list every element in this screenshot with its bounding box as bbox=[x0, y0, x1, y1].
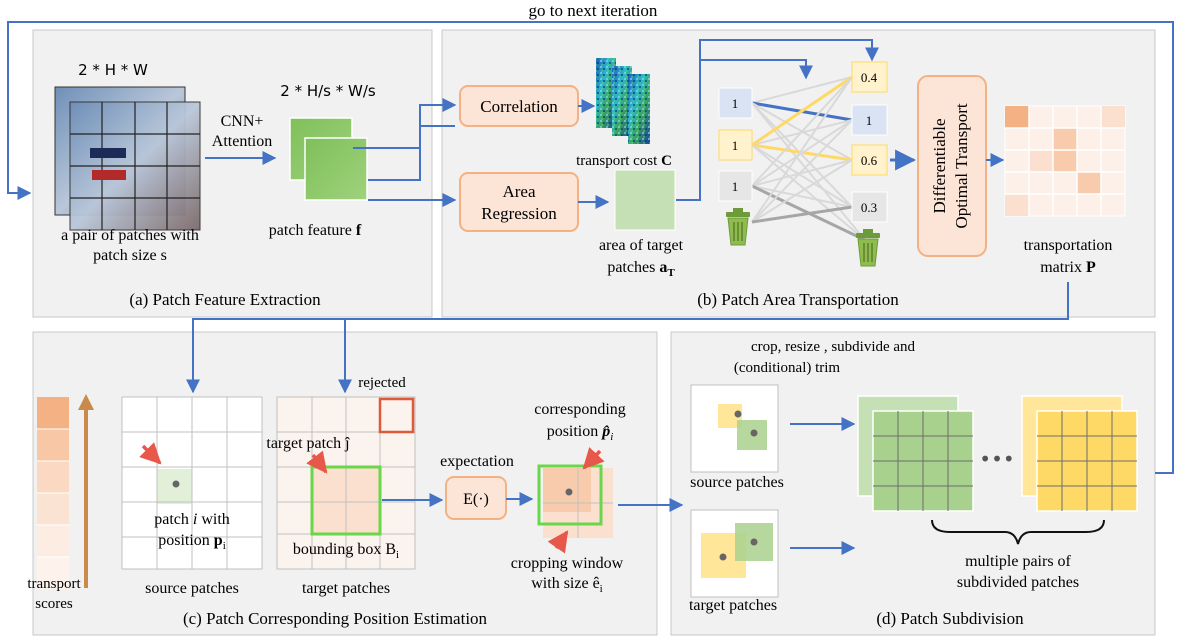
crop-label-line2: with size êi bbox=[531, 575, 602, 595]
source-pointer-arrow bbox=[139, 442, 162, 465]
source-patches-thumbnail bbox=[690, 384, 779, 473]
optimal-transport-line1: Differentiable bbox=[930, 118, 949, 213]
input-size-label: 2 * H * W bbox=[78, 61, 148, 79]
panel-b-caption: (b) Patch Area Transportation bbox=[697, 290, 899, 309]
patch-label-line1: patch i with bbox=[154, 511, 230, 528]
feature-size-label: 2 * H/s * W/s bbox=[280, 82, 376, 100]
target-node-1-label: 0.4 bbox=[861, 70, 878, 85]
subdivided-green-pair bbox=[857, 395, 974, 512]
area-regression-line1: Area bbox=[502, 182, 535, 201]
target-pointer-arrow bbox=[306, 450, 328, 474]
target-node-3-label: 0.6 bbox=[861, 153, 878, 168]
matrix-caption-line1: transportation bbox=[1024, 237, 1113, 254]
patch-label-line2: position pi bbox=[158, 532, 226, 552]
next-iteration-label: go to next iteration bbox=[529, 1, 658, 20]
transport-scores-line2: scores bbox=[35, 596, 73, 612]
transportation-matrix-grid bbox=[1004, 105, 1126, 217]
panel-d-caption: (d) Patch Subdivision bbox=[876, 609, 1024, 628]
feature-caption: patch feature f bbox=[269, 222, 362, 239]
correlation-label: Correlation bbox=[480, 97, 558, 116]
input-caption-line1: a pair of patches with bbox=[61, 227, 199, 244]
target-node-2-label: 1 bbox=[866, 113, 873, 128]
input-caption-line2: patch size s bbox=[93, 247, 167, 264]
corresponding-label-line1: corresponding bbox=[534, 401, 626, 418]
source-node-1 bbox=[718, 87, 753, 119]
optimal-transport-line2: Optimal Transport bbox=[952, 103, 971, 228]
pairs-caption-line2: subdivided patches bbox=[957, 574, 1079, 591]
transport-scores-bar bbox=[37, 397, 69, 589]
target-patch-label: target patch ĵ bbox=[266, 435, 350, 452]
target-patches-caption: target patches bbox=[302, 580, 390, 597]
input-patch-grid bbox=[54, 86, 201, 231]
position-pointer-arrow bbox=[582, 447, 605, 470]
area-caption-line1: area of target bbox=[599, 237, 684, 254]
cnn-label-line1: CNN+ bbox=[221, 113, 264, 130]
bounding-box bbox=[310, 465, 382, 536]
area-to-target-nodes-arrow bbox=[676, 39, 879, 201]
target-node-3 bbox=[851, 144, 888, 176]
matrix-caption-line2: matrix P bbox=[1040, 259, 1096, 276]
transport-cost-caption: transport cost C bbox=[576, 153, 672, 169]
source-node-2-label: 1 bbox=[732, 138, 739, 153]
rejected-label: rejected bbox=[358, 375, 406, 391]
source-patches-caption: source patches bbox=[145, 580, 239, 597]
next-iteration-loop-arrow bbox=[7, 21, 1174, 474]
target-patches-grid bbox=[276, 396, 416, 570]
subdivide-title-line2: (conditional) trim bbox=[734, 360, 841, 376]
transport-edges bbox=[751, 75, 866, 242]
window-pointer-arrow bbox=[547, 530, 569, 554]
bbox-label: bounding box Bi bbox=[293, 541, 399, 561]
crop-label-line1: cropping window bbox=[511, 555, 624, 572]
area-caption-line2: patches aT bbox=[607, 259, 675, 279]
area-regression-line2: Regression bbox=[481, 204, 557, 223]
optimal-transport-box bbox=[917, 75, 987, 257]
pairs-brace bbox=[931, 519, 1105, 545]
cost-to-edges-arrow bbox=[700, 59, 813, 80]
target-thumbnail-caption: target patches bbox=[689, 597, 777, 614]
panel-a-caption: (a) Patch Feature Extraction bbox=[129, 290, 321, 309]
target-node-4-label: 0.3 bbox=[861, 200, 877, 215]
subdivided-yellow-pair bbox=[1021, 395, 1138, 512]
expectation-operator: E(·) bbox=[463, 491, 489, 508]
source-patches-grid bbox=[121, 396, 263, 570]
target-node-4 bbox=[851, 191, 888, 223]
source-node-1-label: 1 bbox=[732, 96, 739, 111]
source-node-2 bbox=[718, 129, 753, 161]
transport-cost-volume bbox=[596, 58, 650, 144]
scores-ordering-arrowhead bbox=[78, 394, 94, 410]
expectation-label: expectation bbox=[440, 453, 514, 470]
source-thumbnail-caption: source patches bbox=[690, 474, 784, 491]
feature-to-area-arrow bbox=[368, 125, 455, 181]
source-node-3 bbox=[718, 170, 753, 202]
target-node-1 bbox=[851, 61, 888, 93]
target-patches-thumbnail bbox=[690, 509, 779, 598]
matrix-to-panel-c-arrow bbox=[186, 282, 1069, 394]
target-dustbin-icon bbox=[856, 229, 880, 267]
subdivide-title-line1: crop, resize , subdivide and bbox=[751, 339, 916, 355]
ellipsis-dots: ••• bbox=[979, 447, 1014, 471]
target-area-map bbox=[614, 169, 676, 231]
transport-scores-line1: transport bbox=[27, 576, 81, 592]
panel-c-caption: (c) Patch Corresponding Position Estimat… bbox=[183, 609, 488, 628]
source-dustbin-icon bbox=[726, 208, 750, 246]
pairs-caption-line1: multiple pairs of bbox=[965, 553, 1071, 570]
rejected-box bbox=[378, 397, 415, 434]
corresponding-position-grid bbox=[537, 464, 613, 538]
source-node-3-label: 1 bbox=[732, 179, 739, 194]
cnn-label-line2: Attention bbox=[212, 133, 272, 150]
corresponding-label-line2: position p̂i bbox=[547, 423, 614, 443]
target-node-2 bbox=[851, 104, 888, 136]
